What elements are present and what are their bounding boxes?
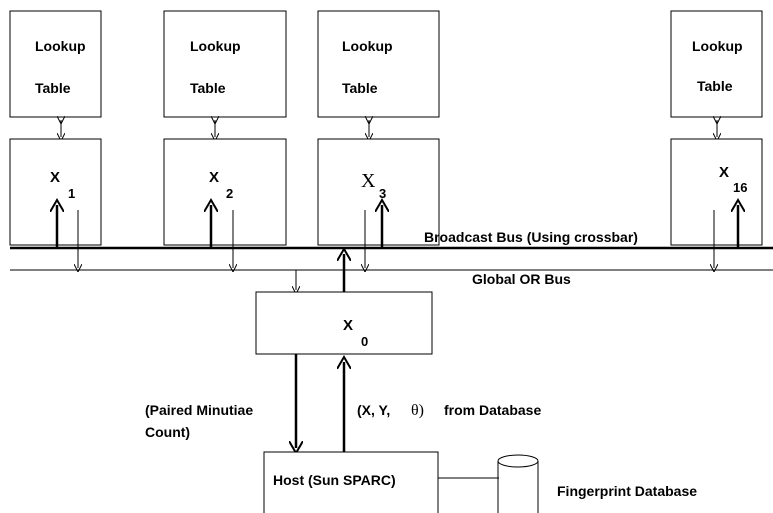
broadcast-bus-label: Broadcast Bus (Using crossbar) — [424, 229, 638, 245]
svg-text:Host (Sun SPARC): Host (Sun SPARC) — [273, 472, 396, 488]
svg-text:X: X — [361, 170, 376, 192]
from-database-label: from Database — [444, 402, 541, 418]
svg-text:16: 16 — [733, 180, 747, 195]
processor-x2: X 2 — [163, 138, 287, 246]
processor-x16: X 16 — [670, 138, 763, 246]
processor-x1: X 1 — [9, 138, 102, 246]
lookup-table-16: Lookup Table — [670, 10, 763, 118]
svg-text:2: 2 — [226, 186, 233, 201]
controller-x0: X 0 — [255, 291, 433, 355]
count-label: Count) — [145, 424, 190, 440]
svg-text:X: X — [209, 169, 219, 186]
broadcast-to-processor-arrows — [57, 205, 738, 248]
host-box: Host (Sun SPARC) — [263, 451, 439, 513]
svg-text:Table: Table — [342, 80, 378, 96]
svg-text:Lookup: Lookup — [692, 38, 743, 54]
svg-text:Table: Table — [697, 78, 733, 94]
svg-text:0: 0 — [361, 334, 368, 349]
svg-text:3: 3 — [379, 186, 386, 201]
database-cylinder-icon — [497, 454, 539, 513]
database-label: Fingerprint Database — [557, 483, 697, 499]
svg-text:Lookup: Lookup — [342, 38, 393, 54]
svg-text:Lookup: Lookup — [35, 38, 86, 54]
svg-text:Lookup: Lookup — [190, 38, 241, 54]
global-or-bus-label: Global OR Bus — [472, 271, 571, 287]
svg-text:Table: Table — [35, 80, 71, 96]
xy-label: (X, Y, — [357, 402, 390, 418]
svg-text:X: X — [50, 169, 60, 186]
processor-to-or-bus-arrows — [78, 210, 714, 268]
paired-minutiae-label: (Paired Minutiae — [145, 402, 253, 418]
svg-text:X: X — [719, 164, 729, 181]
svg-text:X: X — [343, 317, 353, 334]
theta-label: θ) — [411, 402, 424, 419]
processor-x3: X 3 — [317, 138, 440, 246]
lookup-table-1: Lookup Table — [9, 10, 102, 118]
lookup-processor-links — [61, 120, 717, 137]
svg-text:1: 1 — [68, 186, 75, 201]
lookup-table-3: Lookup Table — [317, 10, 440, 118]
svg-text:Table: Table — [190, 80, 226, 96]
lookup-table-2: Lookup Table — [163, 10, 287, 118]
